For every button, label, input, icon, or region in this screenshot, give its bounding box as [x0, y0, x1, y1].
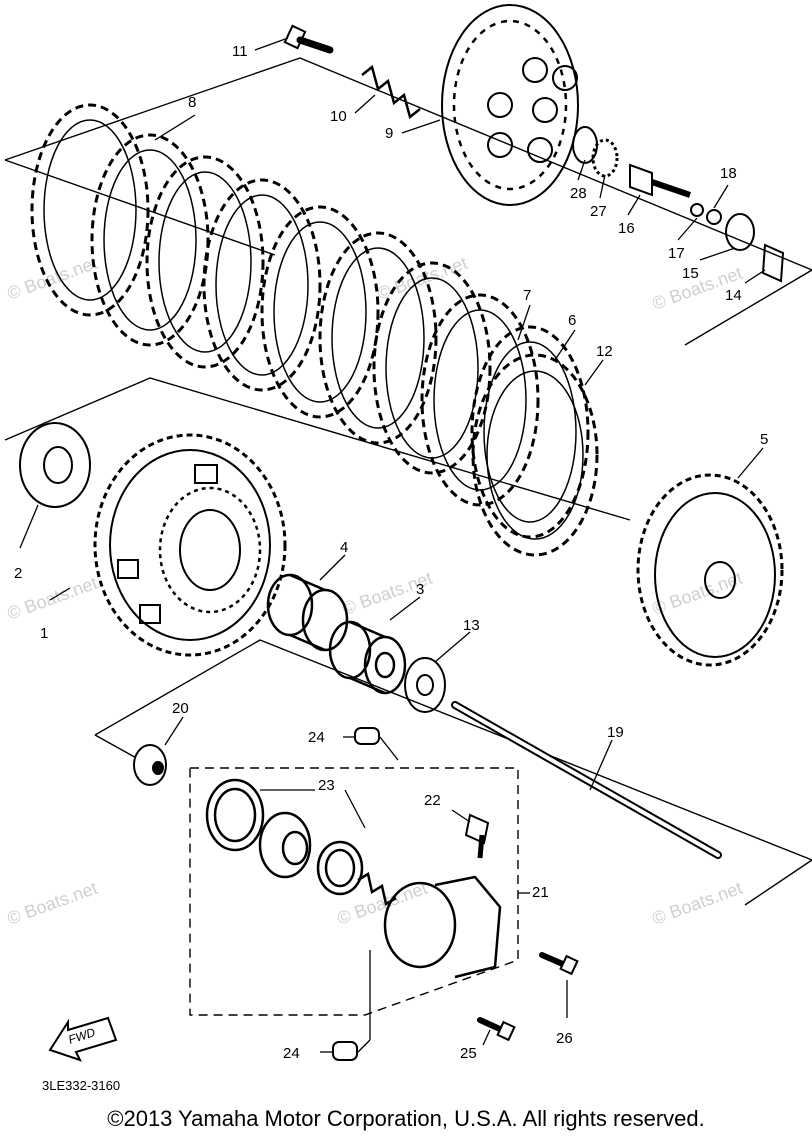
callout-labels: 11 10 9 8 28 27 16 17 18 15 14 7 6 12 5 … — [14, 43, 768, 1062]
plate-group-frame-bottom — [4, 159, 276, 256]
callout-20: 20 — [172, 700, 189, 717]
release-cover — [383, 875, 502, 979]
callout-22: 22 — [424, 792, 441, 809]
callout-12: 12 — [596, 343, 613, 360]
adjust-screw — [464, 813, 490, 859]
watermark: © Boats.net — [5, 878, 100, 929]
pushrod-group-frame-left — [94, 734, 141, 761]
release-assembly-box — [189, 767, 519, 1016]
pinion-gear — [133, 744, 167, 786]
callout-24b: 24 — [283, 1045, 300, 1062]
diagram-code: 3LE332-3160 — [42, 1078, 120, 1093]
callout-17: 17 — [668, 245, 685, 262]
needle-bearing — [266, 573, 349, 652]
callout-7: 7 — [523, 287, 531, 304]
callout-8: 8 — [188, 94, 196, 111]
clutch-boss — [636, 473, 784, 667]
callout-23: 23 — [318, 777, 335, 794]
callout-26: 26 — [556, 1030, 573, 1047]
callout-24: 24 — [308, 729, 325, 746]
watermark: © Boats.net — [650, 878, 745, 929]
callout-10: 10 — [330, 108, 347, 125]
foreground-plates — [471, 353, 599, 557]
callout-18: 18 — [720, 165, 737, 182]
callout-19: 19 — [607, 724, 624, 741]
spring-bolt — [283, 24, 334, 54]
pressure-plate — [441, 4, 579, 206]
callout-13: 13 — [463, 617, 480, 634]
callout-15: 15 — [682, 265, 699, 282]
callout-21: 21 — [532, 884, 549, 901]
cover-bolt-25 — [477, 1017, 516, 1042]
copyright-notice: ©2013 Yamaha Motor Corporation, U.S.A. A… — [107, 1106, 705, 1131]
callout-4: 4 — [340, 539, 348, 556]
callout-16: 16 — [618, 220, 635, 237]
clutch-plate-stack — [30, 103, 590, 539]
callout-14: 14 — [725, 287, 742, 304]
hub-group-frame — [4, 377, 631, 521]
callout-3: 3 — [416, 581, 424, 598]
callout-2: 2 — [14, 565, 22, 582]
callout-6: 6 — [568, 312, 576, 329]
push-rod-parts — [572, 126, 785, 283]
push-rod-core — [453, 703, 720, 857]
cover-bolt-26 — [539, 952, 579, 976]
oil-seal-set — [205, 778, 364, 896]
watermark: © Boats.net — [375, 253, 470, 304]
pushrod-group-frame — [94, 639, 812, 906]
clutch-housing — [93, 433, 287, 657]
callout-5: 5 — [760, 431, 768, 448]
callout-25: 25 — [460, 1045, 477, 1062]
plate-group-frame — [4, 57, 812, 346]
clutch-spring — [361, 64, 421, 120]
callout-27: 27 — [590, 203, 607, 220]
thrust-washer — [19, 422, 91, 508]
leader-lines — [19, 37, 766, 1053]
callout-28: 28 — [570, 185, 587, 202]
callout-11: 11 — [232, 43, 248, 60]
washer-13 — [404, 657, 446, 713]
dowel-pin-lower — [332, 1041, 358, 1061]
callout-1: 1 — [40, 625, 48, 642]
spacer — [328, 620, 407, 695]
release-spring — [357, 872, 397, 906]
dowel-pin-upper — [354, 727, 380, 745]
fwd-arrow-icon: FWD — [48, 1016, 118, 1062]
callout-9: 9 — [385, 125, 393, 142]
